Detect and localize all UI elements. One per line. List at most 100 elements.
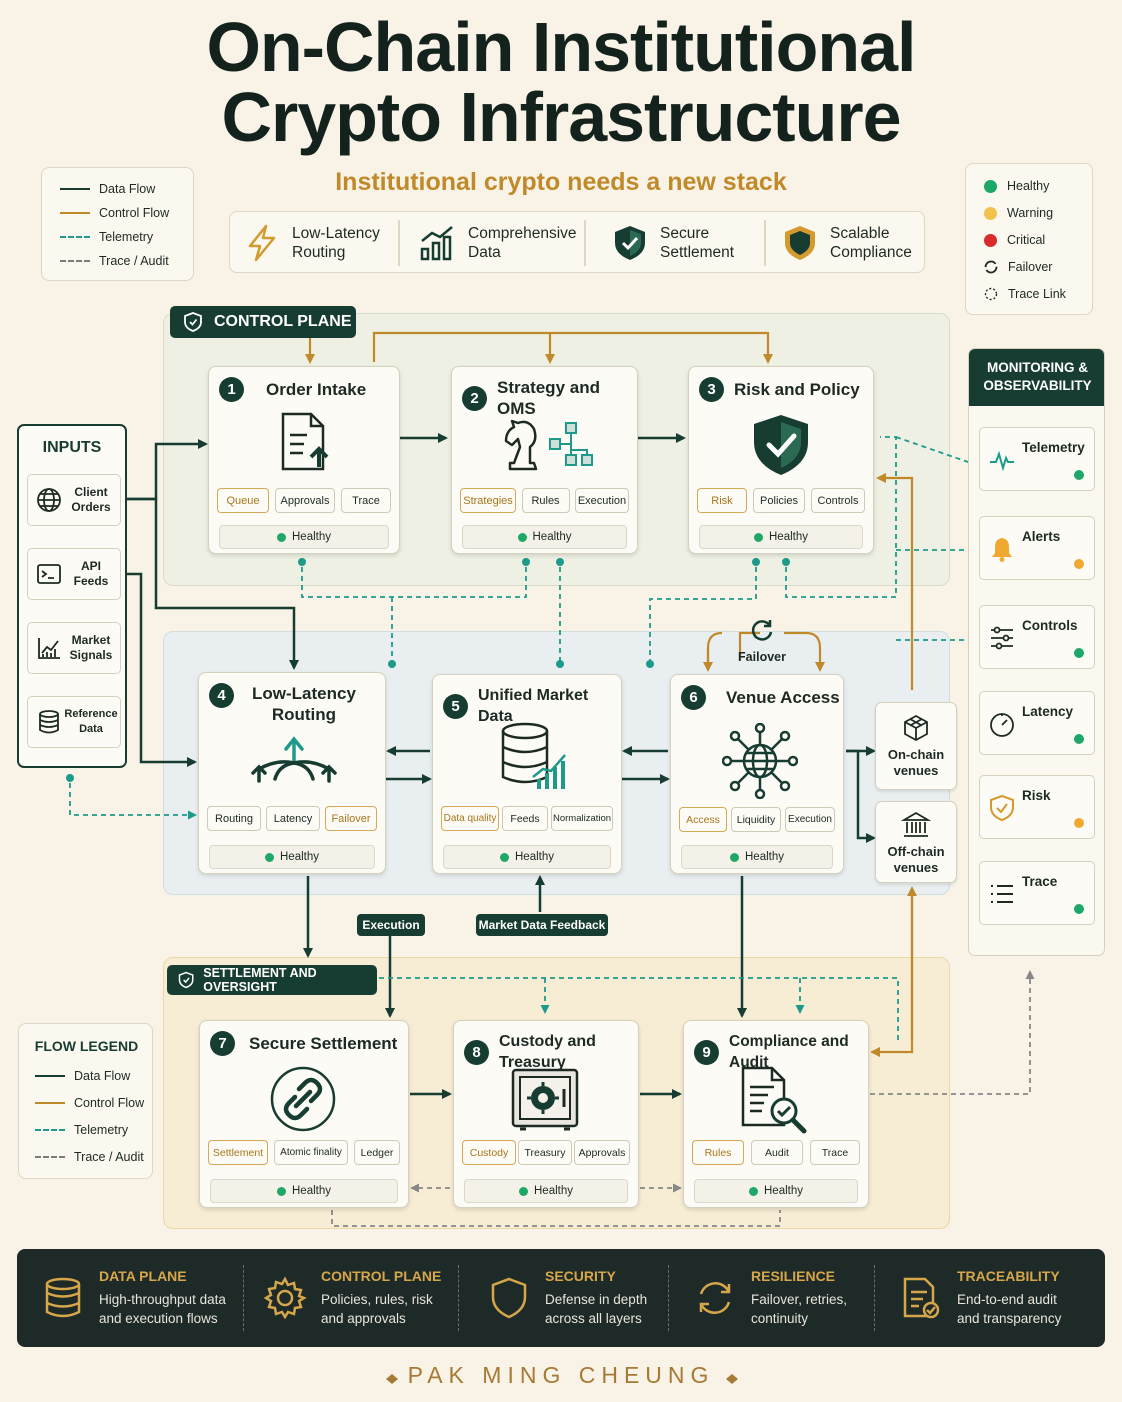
card-title: Unified Market Data (478, 687, 589, 725)
chip-treasury[interactable]: Treasury (518, 1140, 572, 1165)
chip-policies[interactable]: Policies (753, 488, 805, 513)
shield-icon (491, 1277, 527, 1319)
inputs-title: INPUTS (42, 439, 102, 456)
flow-legend: FLOW LEGEND Data Flow Control Flow Telem… (18, 1023, 153, 1179)
chip-rules[interactable]: Rules (521, 488, 570, 513)
document-upload-icon (281, 412, 329, 471)
chip-normalization[interactable]: Normalization (551, 806, 613, 831)
monitor-risk[interactable]: Risk (979, 775, 1095, 839)
step-number: 1 (219, 377, 244, 402)
page-subtitle: Institutional crypto needs a new stack (335, 168, 787, 196)
status-warning: Warning (984, 206, 1053, 220)
monitor-alerts[interactable]: Alerts (979, 516, 1095, 580)
chip-access[interactable]: Access (679, 807, 727, 832)
database-icon (45, 1277, 81, 1318)
chip-execution[interactable]: Execution (785, 807, 835, 832)
chip-routing[interactable]: Routing (207, 806, 261, 831)
execution-tag: Execution (357, 914, 425, 936)
step-number: 2 (462, 385, 487, 411)
status-trace-link: Trace Link (984, 287, 1066, 301)
chip-queue[interactable]: Queue (217, 488, 269, 513)
legend-trace-audit: Trace / Audit (60, 254, 169, 268)
status-badge: Healthy (219, 525, 389, 549)
status-failover: Failover (984, 260, 1052, 274)
refresh-icon (699, 1282, 731, 1314)
chip-custody[interactable]: Custody (462, 1140, 516, 1165)
card-title: Order Intake (266, 380, 367, 399)
list-icon (991, 885, 1013, 903)
shield-icon (785, 226, 815, 260)
chip-strategies[interactable]: Strategies (460, 488, 516, 513)
status-badge: Healthy (210, 1179, 398, 1203)
shield-check-icon (615, 226, 645, 260)
legend-telemetry: Telemetry (60, 230, 153, 244)
chip-failover[interactable]: Failover (325, 806, 377, 831)
chip-approvals[interactable]: Approvals (275, 488, 335, 513)
step-number: 5 (443, 693, 468, 719)
document-search-icon (741, 1066, 807, 1134)
sliders-icon (991, 626, 1013, 650)
card-title: Compliance and Audit (729, 1033, 849, 1071)
globe-network-icon (722, 723, 798, 799)
line-chart-icon (38, 638, 60, 659)
card-order-intake[interactable]: 1 Order Intake Queue Approvals Trace Heal… (208, 366, 400, 554)
refresh-icon (984, 260, 998, 274)
document-check-icon (903, 1277, 940, 1319)
step-number: 9 (694, 1039, 719, 1065)
monitor-controls[interactable]: Controls (979, 605, 1095, 669)
chip-liquidity[interactable]: Liquidity (731, 807, 781, 832)
status-badge: Healthy (443, 845, 611, 869)
chip-trace[interactable]: Trace (810, 1140, 860, 1165)
monitor-trace[interactable]: Trace (979, 861, 1095, 925)
chip-latency[interactable]: Latency (266, 806, 320, 831)
chip-settlement[interactable]: Settlement (208, 1140, 268, 1165)
chain-link-icon (270, 1066, 336, 1132)
monitoring-title: MONITORING &OBSERVABILITY (969, 349, 1104, 406)
chip-approvals[interactable]: Approvals (574, 1140, 630, 1165)
database-chart-icon (501, 722, 566, 789)
monitor-telemetry[interactable]: Telemetry (979, 427, 1095, 491)
chip-data-quality[interactable]: Data quality (441, 806, 499, 831)
chip-execution[interactable]: Execution (575, 488, 629, 513)
chip-risk[interactable]: Risk (697, 488, 747, 513)
monitor-latency[interactable]: Latency (979, 691, 1095, 755)
lightning-icon (248, 224, 276, 262)
status-healthy: Healthy (984, 179, 1049, 193)
status-badge: Healthy (464, 1179, 628, 1203)
legend-control-flow: Control Flow (60, 206, 169, 220)
chip-atomic-finality[interactable]: Atomic finality (274, 1140, 348, 1165)
bar-chart-icon (420, 226, 453, 261)
chip-rules[interactable]: Rules (692, 1140, 744, 1165)
status-legend: Healthy Warning Critical Failover Trace … (965, 163, 1093, 315)
chip-audit[interactable]: Audit (751, 1140, 803, 1165)
control-plane-label: CONTROL PLANE (170, 306, 356, 338)
chip-feeds[interactable]: Feeds (502, 806, 548, 831)
step-number: 3 (699, 377, 724, 402)
chip-controls[interactable]: Controls (811, 488, 865, 513)
step-number: 4 (209, 683, 234, 708)
top-legend: Data Flow Control Flow Telemetry Trace /… (41, 167, 194, 281)
chip-ledger[interactable]: Ledger (354, 1140, 400, 1165)
chip-trace[interactable]: Trace (341, 488, 391, 513)
flow-legend-trace-audit: Trace / Audit (35, 1150, 144, 1164)
